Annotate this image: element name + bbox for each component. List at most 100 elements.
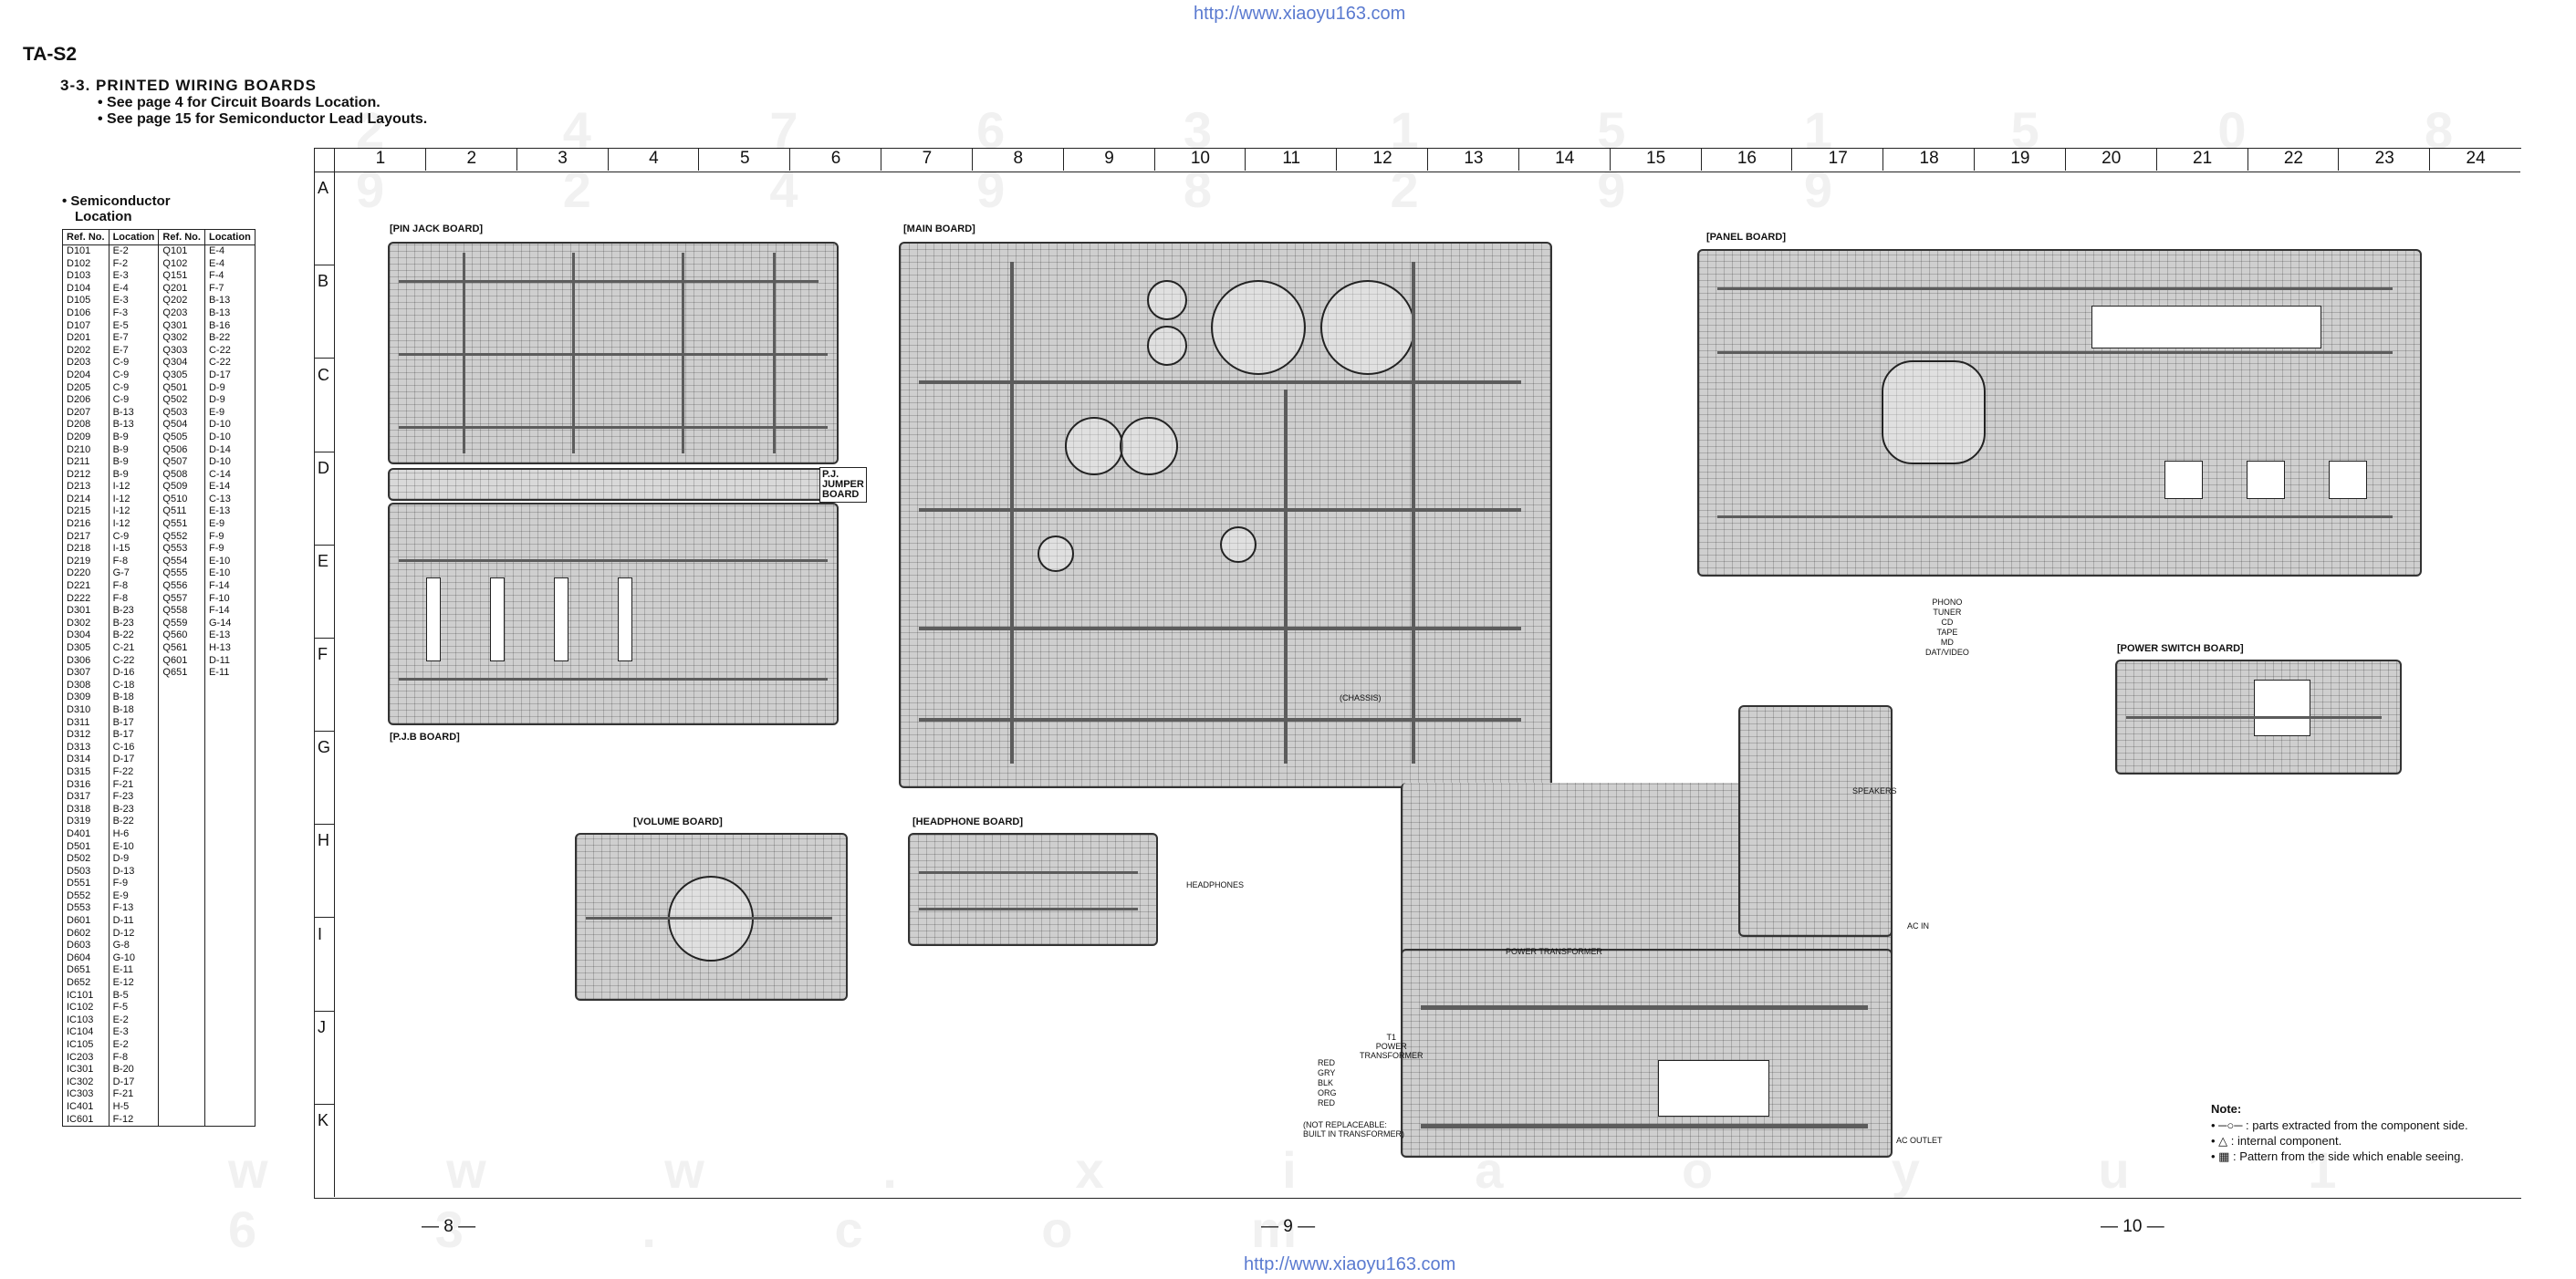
ref-cell: D210 bbox=[62, 443, 110, 457]
grid-row-divider bbox=[314, 824, 334, 826]
ref-cell: D218 bbox=[62, 543, 110, 556]
grid-column-number: 24 bbox=[2429, 149, 2521, 171]
ref-cell: Q510 bbox=[158, 493, 205, 506]
ref-cell: D214 bbox=[62, 493, 110, 506]
wire-color-label: RED bbox=[1318, 1098, 1336, 1107]
grid-column-number: 5 bbox=[698, 149, 790, 171]
grid-column-number: 22 bbox=[2247, 149, 2340, 171]
main-board-label: [MAIN BOARD] bbox=[902, 224, 977, 234]
location-cell: E-9 bbox=[203, 518, 256, 531]
location-cell: E-11 bbox=[108, 964, 160, 978]
main-board-power-section bbox=[1401, 949, 1893, 1158]
ref-cell: IC301 bbox=[62, 1064, 110, 1076]
location-cell bbox=[203, 902, 256, 916]
ref-cell: Q506 bbox=[158, 443, 205, 457]
input-selector-label: MD bbox=[1940, 638, 1954, 647]
ref-cell bbox=[158, 803, 205, 816]
location-cell: B-22 bbox=[108, 816, 160, 828]
ref-cell: D552 bbox=[62, 889, 110, 903]
note-list: • ─○─ : parts extracted from the compone… bbox=[2211, 1118, 2468, 1164]
location-cell: F-23 bbox=[108, 791, 160, 804]
location-cell: E-2 bbox=[108, 1014, 160, 1027]
power-component bbox=[1658, 1060, 1769, 1117]
location-cell bbox=[203, 729, 256, 742]
location-cell: B-9 bbox=[108, 456, 160, 469]
ref-cell: D603 bbox=[62, 940, 110, 952]
ref-cell: Q508 bbox=[158, 468, 205, 482]
ref-cell: D207 bbox=[62, 406, 110, 420]
location-cell: B-17 bbox=[108, 716, 160, 730]
location-cell: B-13 bbox=[203, 295, 256, 307]
source-url-top[interactable]: http://www.xiaoyu163.com bbox=[1194, 4, 1406, 24]
pin-jack-board bbox=[388, 242, 839, 464]
location-cell: E-2 bbox=[108, 244, 160, 258]
location-cell: C-9 bbox=[108, 357, 160, 369]
ref-cell bbox=[158, 964, 205, 978]
location-cell: C-9 bbox=[108, 369, 160, 382]
ref-cell: D215 bbox=[62, 505, 110, 519]
ref-cell: D319 bbox=[62, 816, 110, 828]
ref-cell: D306 bbox=[62, 654, 110, 668]
grid-column-number: 8 bbox=[971, 149, 1064, 171]
location-cell bbox=[203, 940, 256, 952]
ref-cell: D308 bbox=[62, 679, 110, 692]
location-cell: F-7 bbox=[203, 282, 256, 296]
ref-cell: Q302 bbox=[158, 332, 205, 345]
location-cell: E-4 bbox=[108, 282, 160, 296]
ref-cell: D107 bbox=[62, 319, 110, 333]
note-line-2: • See page 15 for Semiconductor Lead Lay… bbox=[98, 111, 428, 127]
location-cell bbox=[203, 1039, 256, 1052]
location-cell: B-17 bbox=[108, 729, 160, 742]
location-cell bbox=[203, 1076, 256, 1089]
ref-cell: Q557 bbox=[158, 592, 205, 606]
location-cell: F-8 bbox=[108, 580, 160, 593]
ref-cell: D204 bbox=[62, 369, 110, 382]
source-url-bottom[interactable]: http://www.xiaoyu163.com bbox=[1244, 1254, 1456, 1274]
speakers-label: SPEAKERS bbox=[1852, 786, 1897, 795]
not-replaceable-line2: BUILT IN TRANSFORMER) bbox=[1303, 1129, 1405, 1139]
ref-cell: Q503 bbox=[158, 406, 205, 420]
watermark-digits: 2 4 7 6 3 1 5 1 5 0 8 9 2 4 9 8 2 9 9 bbox=[356, 101, 2536, 218]
location-cell: B-13 bbox=[108, 406, 160, 420]
grid-column-number: 13 bbox=[1427, 149, 1519, 171]
location-cell: E-9 bbox=[108, 889, 160, 903]
location-cell bbox=[203, 878, 256, 890]
pj-jumper-line1: P.J. bbox=[822, 469, 840, 480]
note-item-3: • ▦ : Pattern from the side which enable… bbox=[2211, 1149, 2464, 1163]
location-cell: B-23 bbox=[108, 605, 160, 618]
ref-cell: D220 bbox=[62, 567, 110, 581]
location-cell: F-5 bbox=[108, 1002, 160, 1014]
ref-cell: IC103 bbox=[62, 1014, 110, 1027]
grid-row-letter: B bbox=[318, 272, 329, 291]
ref-cell: D208 bbox=[62, 419, 110, 432]
capacitor-medium-1 bbox=[1065, 417, 1123, 475]
grid-column-number: 23 bbox=[2338, 149, 2430, 171]
location-cell: B-22 bbox=[203, 332, 256, 345]
input-selector-label: DAT/VIDEO bbox=[1925, 648, 1969, 657]
pin-jack-board-label: [PIN JACK BOARD] bbox=[388, 224, 485, 234]
ref-cell: Q303 bbox=[158, 344, 205, 358]
ref-cell: IC102 bbox=[62, 1002, 110, 1014]
transformer-line2: POWER bbox=[1375, 1042, 1407, 1051]
location-cell: B-23 bbox=[108, 617, 160, 630]
pj-jumper-line3: BOARD bbox=[822, 489, 860, 500]
semiconductor-title: • Semiconductor Location bbox=[62, 193, 171, 224]
grid-column-number: 1 bbox=[334, 149, 426, 171]
ref-cell: IC203 bbox=[62, 1051, 110, 1065]
ref-cell: D307 bbox=[62, 667, 110, 680]
ref-cell: D209 bbox=[62, 431, 110, 444]
